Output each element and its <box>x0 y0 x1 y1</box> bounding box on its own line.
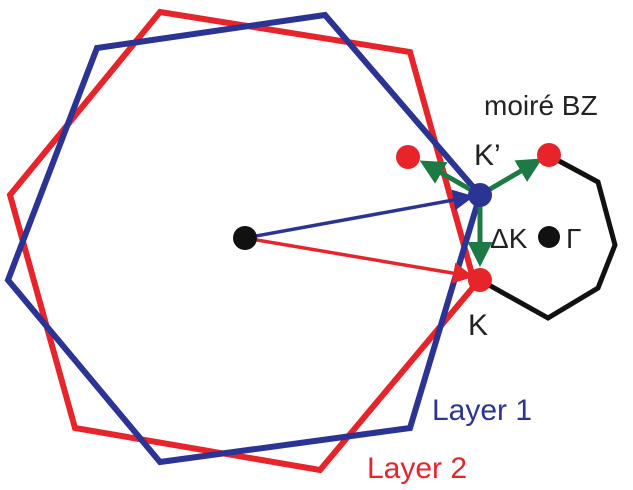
layer2-brillouin-zone <box>6 8 479 474</box>
layer1-label: Layer 1 <box>432 394 532 427</box>
k-prime-vector <box>244 189 475 240</box>
gamma-label: Γ <box>566 223 581 254</box>
moire-gamma-point <box>538 226 560 248</box>
k-prime-point <box>468 183 492 207</box>
moire-bz-label: moiré BZ <box>484 90 598 121</box>
moire-brillouin-zone <box>478 152 618 321</box>
k-point <box>468 268 492 292</box>
k-vector <box>244 236 475 284</box>
red-point-right <box>537 143 561 167</box>
gamma-point-center <box>233 226 257 250</box>
red-point-left <box>396 145 420 169</box>
layer1-brillouin-zone <box>4 11 484 466</box>
k-prime-label: K’ <box>474 139 501 172</box>
delta-k-label: ΔK <box>490 223 528 254</box>
k-label: K <box>468 309 488 342</box>
layer2-label: Layer 2 <box>367 452 467 485</box>
